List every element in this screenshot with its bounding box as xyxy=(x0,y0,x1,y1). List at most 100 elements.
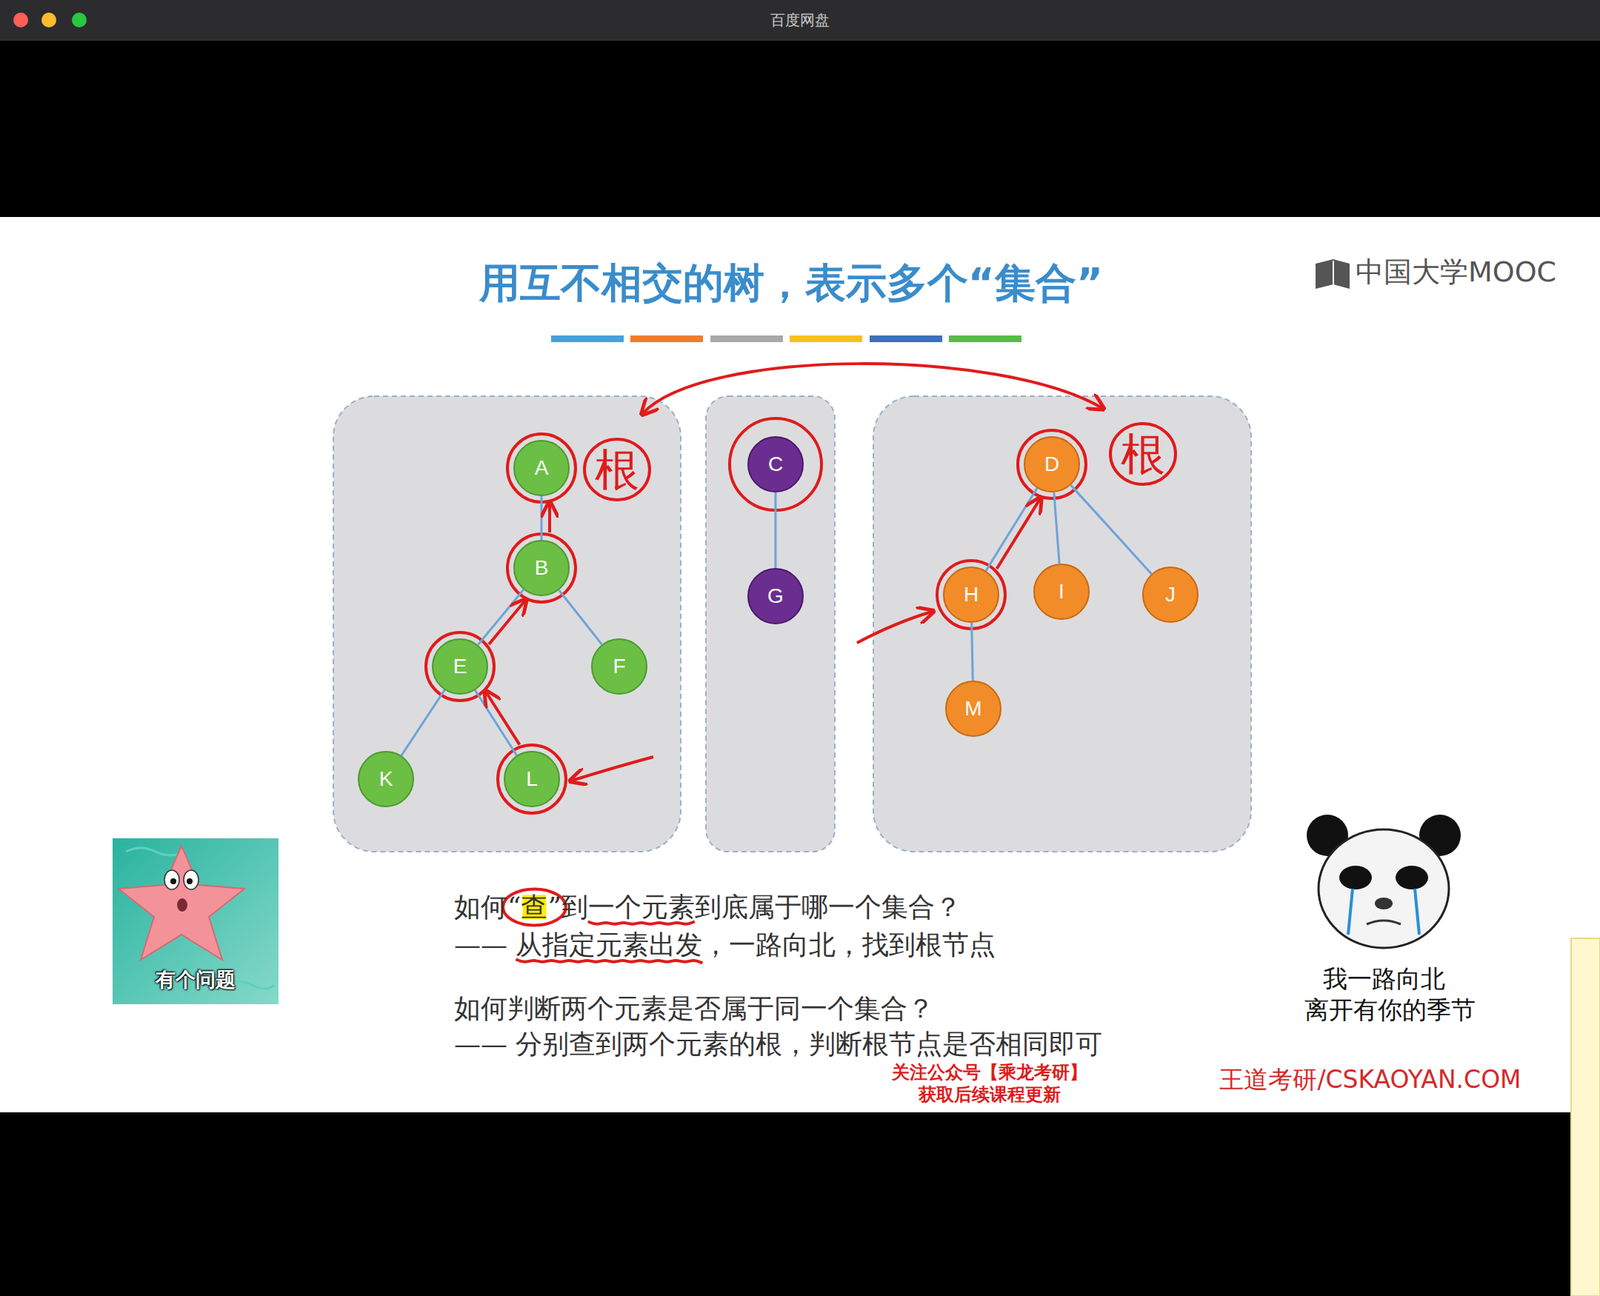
panda-meme xyxy=(1306,814,1461,949)
color-bar-segment xyxy=(869,335,943,343)
node-label: K xyxy=(379,768,394,790)
set-panel xyxy=(873,396,1252,852)
watermark: 王道考研/CSKAOYAN.COM xyxy=(1219,1065,1521,1095)
set-element-node: J xyxy=(1142,566,1199,623)
panda-tear xyxy=(1348,888,1353,935)
tree-edge xyxy=(971,622,974,681)
starfish xyxy=(118,845,245,960)
set-element-node: I xyxy=(1033,563,1090,620)
red-ring xyxy=(507,534,576,603)
node-label: A xyxy=(534,457,549,479)
node-label: D xyxy=(1044,454,1060,475)
set-element-node: F xyxy=(591,638,648,695)
slide-title: 用互不相交的树，表示多个“集合” xyxy=(479,258,1103,308)
color-bar xyxy=(551,335,1022,343)
red-find-arrow xyxy=(548,503,552,533)
handwritten-note: 根 xyxy=(594,442,640,497)
node-label: G xyxy=(767,585,784,607)
node-label: E xyxy=(453,656,468,678)
starfish-mouth xyxy=(177,898,188,912)
meme-caption: 我一路向北 xyxy=(1322,964,1446,995)
body-text: 如何判断两个元素是否属于同一个集合？ xyxy=(454,992,935,1025)
close-button xyxy=(13,12,29,28)
meme-caption: 离开有你的季节 xyxy=(1304,995,1476,1026)
tree-edge xyxy=(985,488,1038,571)
set-element-node: K xyxy=(357,751,415,808)
text-annotations xyxy=(502,423,1176,963)
starfish-pupil xyxy=(186,878,193,885)
set-element-node: B xyxy=(513,540,570,597)
set-element-node: L xyxy=(503,751,560,808)
minimize-button xyxy=(41,12,57,28)
node-label: H xyxy=(963,584,979,606)
color-bar-segment xyxy=(789,335,863,343)
node-label: B xyxy=(534,557,549,579)
tree-edge xyxy=(474,690,517,756)
panda-mouth xyxy=(1366,920,1401,925)
color-bar-segment xyxy=(630,335,703,343)
watermark: 关注公众号【乘龙考研】 xyxy=(891,1062,1088,1084)
red-find-arrow xyxy=(488,600,526,645)
tree-edge xyxy=(774,492,778,569)
tree-edge xyxy=(540,496,543,540)
red-ring xyxy=(937,560,1006,629)
node-label: C xyxy=(768,454,783,475)
sticky-note xyxy=(1571,938,1600,1296)
starfish-eye xyxy=(183,870,199,890)
watermark: 获取后续课程更新 xyxy=(918,1084,1061,1106)
color-bar-segment xyxy=(710,335,783,343)
body-text: —— 分别查到两个元素的根，判断根节点是否相同即可 xyxy=(454,1028,1103,1060)
set-element-node: M xyxy=(945,680,1002,738)
panda-head xyxy=(1318,829,1449,949)
set-element-node: H xyxy=(942,566,1000,623)
panda-tear xyxy=(1414,888,1420,935)
color-bar-segment xyxy=(948,335,1022,343)
meme-background xyxy=(112,838,279,1005)
mooc-logo-icon xyxy=(1315,259,1350,289)
node-label: F xyxy=(612,656,626,678)
set-element-node: C xyxy=(747,436,804,493)
tree-edge xyxy=(1071,485,1152,575)
patrick-meme xyxy=(112,838,279,1005)
red-find-arrow xyxy=(485,692,520,746)
red-arrow xyxy=(571,757,654,781)
red-curve-arrow xyxy=(642,363,1103,414)
set-panel xyxy=(333,396,681,852)
window-title: 百度网盘 xyxy=(770,11,830,29)
set-element-node: G xyxy=(747,568,804,625)
tree-edge xyxy=(401,690,445,757)
zoom-button xyxy=(71,12,87,28)
red-ring xyxy=(425,632,495,701)
panda-eye xyxy=(1395,865,1429,890)
body-text: 如何“查”到一个元素到底属于哪一个集合？ xyxy=(454,891,962,923)
starfish-pupil xyxy=(170,878,177,885)
node-label: J xyxy=(1165,584,1176,606)
window-titlebar xyxy=(0,0,1600,41)
set-element-node: E xyxy=(431,638,489,695)
body-text: —— 从指定元素出发，一路向北，找到根节点 xyxy=(454,928,996,961)
red-ring xyxy=(1110,423,1176,485)
handwritten-note: 根 xyxy=(1120,427,1166,481)
panda-nose xyxy=(1374,897,1393,910)
red-ring xyxy=(1017,430,1086,499)
panda-eye xyxy=(1339,865,1372,890)
red-annotations xyxy=(425,363,1103,814)
starfish-eye xyxy=(164,870,180,890)
red-find-arrow xyxy=(997,499,1040,569)
mooc-logo-spine xyxy=(1332,260,1335,285)
red-ring xyxy=(497,745,566,814)
tree-edge xyxy=(559,590,603,645)
tree-edge xyxy=(477,589,524,645)
red-ring xyxy=(507,434,576,503)
node-label: M xyxy=(964,698,982,720)
meme-caption: 有个问题 xyxy=(155,968,236,992)
red-ring xyxy=(584,439,650,500)
mooc-logo-text: 中国大学MOOC xyxy=(1355,255,1557,290)
set-panel xyxy=(705,396,835,852)
node-label: L xyxy=(525,768,538,790)
red-arrow xyxy=(857,611,932,643)
set-element-node: A xyxy=(513,440,570,497)
node-label: I xyxy=(1058,581,1065,603)
